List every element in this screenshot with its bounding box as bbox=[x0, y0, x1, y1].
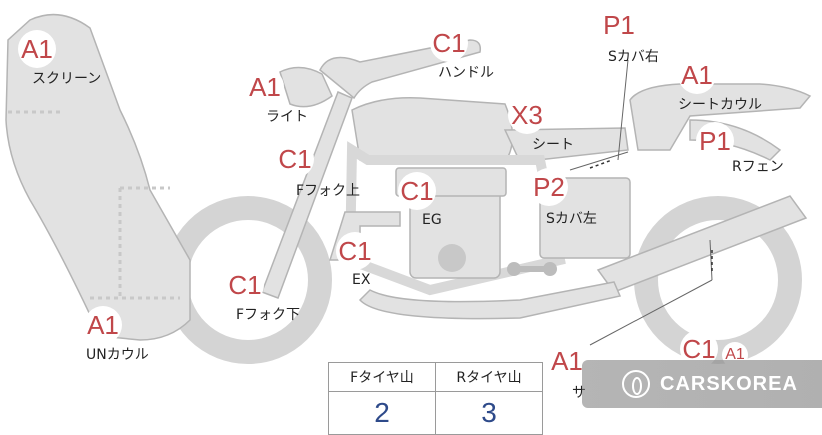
carskorea-logo-icon bbox=[622, 370, 650, 398]
front-tire-header: Fタイヤ山 bbox=[328, 362, 436, 392]
label-side-cover-left: Sカバ左 bbox=[546, 211, 597, 227]
fuel-tank bbox=[351, 97, 514, 163]
front-fork bbox=[261, 91, 353, 299]
label-side-cover-right: Sカバ右 bbox=[608, 49, 659, 65]
label-front-fork-lower: Fフォク下 bbox=[236, 307, 301, 323]
label-seat: シート bbox=[532, 137, 574, 153]
rear-tire-value: 3 bbox=[435, 391, 543, 435]
label-handle: ハンドル bbox=[438, 65, 494, 81]
label-under-cowl: UNカウル bbox=[86, 347, 149, 363]
grade-handle: C1 bbox=[430, 24, 468, 62]
front-tire-value: 2 bbox=[328, 391, 436, 435]
lower-pipe bbox=[358, 281, 622, 320]
label-engine: EG bbox=[422, 212, 442, 228]
grade-rear-fender: P1 bbox=[696, 122, 734, 160]
grade-front-fork-lower: C1 bbox=[226, 266, 264, 304]
grade-light: A1 bbox=[246, 68, 284, 106]
label-screen: スクリーン bbox=[32, 71, 102, 87]
grade-engine: C1 bbox=[398, 172, 436, 210]
label-exhaust: EX bbox=[352, 272, 371, 288]
screen-cowl bbox=[5, 13, 191, 341]
label-front-fork-upper: Fフォク上 bbox=[296, 183, 361, 199]
condition-diagram: A1 A1 C1 P1 A1 X3 P1 C1 C1 P2 C1 C1 A1 A… bbox=[5, 6, 822, 435]
watermark-text: CARSKOREA bbox=[660, 372, 798, 395]
rear-tire-header: Rタイヤ山 bbox=[435, 362, 543, 392]
label-light: ライト bbox=[266, 109, 308, 125]
seat-shape bbox=[503, 127, 629, 163]
grade-swingarm: A1 bbox=[548, 342, 586, 380]
label-rear-fender: Rフェン bbox=[732, 159, 784, 175]
tire-tread-table: Fタイヤ山 Rタイヤ山 2 3 bbox=[328, 362, 543, 435]
grade-under-cowl: A1 bbox=[84, 306, 122, 344]
label-seat-cowl: シートカウル bbox=[678, 97, 762, 113]
grade-side-cover-left: P2 bbox=[530, 168, 568, 206]
grade-side-cover-right: P1 bbox=[600, 6, 638, 44]
grade-seat: X3 bbox=[508, 96, 546, 134]
grade-screen: A1 bbox=[18, 30, 56, 68]
grade-seat-cowl: A1 bbox=[678, 56, 716, 94]
watermark-logo: CARSKOREA bbox=[582, 360, 822, 408]
grade-front-fork-upper: C1 bbox=[276, 140, 314, 178]
grade-exhaust: C1 bbox=[336, 232, 374, 270]
headlight bbox=[279, 66, 333, 108]
seat-cowl-shape bbox=[629, 83, 812, 151]
